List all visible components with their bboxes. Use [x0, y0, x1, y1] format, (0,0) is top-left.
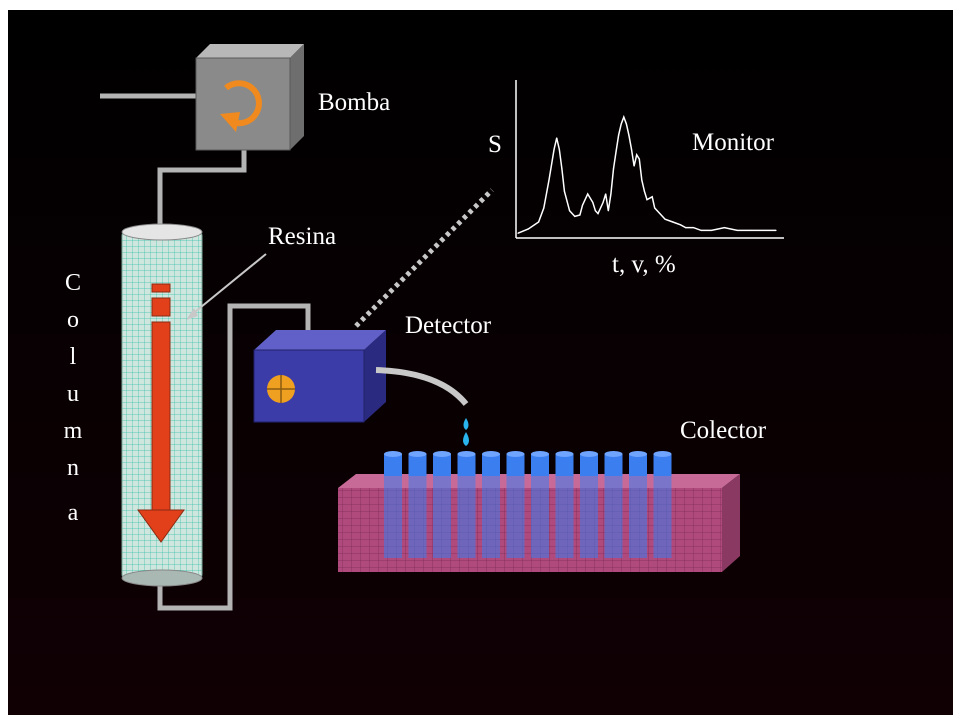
pump-label: Bomba [318, 89, 390, 116]
chart-point [641, 179, 643, 181]
chart-point [625, 123, 628, 125]
chart-point [597, 213, 599, 215]
chart-point [775, 229, 777, 231]
collection-tube [433, 451, 451, 558]
chart-series-line [517, 114, 776, 234]
refresh-icon [220, 80, 262, 132]
pump-to-column-tube [157, 150, 247, 240]
chart-point [605, 193, 607, 195]
column [121, 223, 203, 587]
chart-point [664, 218, 666, 220]
collection-tube [506, 451, 525, 558]
chart-point [643, 190, 646, 192]
chart-point [574, 215, 576, 217]
chart-point [587, 193, 589, 195]
x-axis-label: t, v, % [612, 251, 676, 278]
detector-outlet-tube [375, 367, 469, 406]
chart-point [723, 227, 726, 229]
chart-point [620, 123, 622, 125]
column-letter: C [65, 270, 81, 296]
chart-point [672, 221, 674, 223]
chart-point [736, 229, 738, 231]
chart-point [630, 148, 633, 150]
chart-point [628, 134, 630, 136]
flow-down-arrow [137, 283, 185, 543]
chart-point [679, 224, 682, 226]
collection-tube [457, 451, 476, 558]
monitor-label: Monitor [692, 129, 775, 156]
monitor-chart: S t, v, % [488, 80, 784, 278]
chart-point [543, 207, 545, 209]
chart-point [636, 154, 638, 156]
resin-label: Resina [268, 223, 336, 250]
chart-point [623, 116, 625, 118]
chart-point [659, 213, 661, 215]
chart-point [638, 158, 640, 160]
chart-point [569, 210, 571, 212]
collection-tube [384, 451, 402, 558]
chart-point [527, 228, 529, 230]
detector [253, 330, 386, 423]
pump [195, 44, 304, 151]
chart-point [654, 207, 656, 209]
collection-tube [604, 451, 623, 558]
collection-tube [653, 451, 672, 558]
chart-point [563, 190, 566, 192]
chart-point [517, 232, 519, 234]
chart-series-points [517, 116, 777, 234]
chart-point [615, 151, 617, 153]
chart-point [592, 201, 594, 203]
column-letter: m [64, 418, 83, 444]
signal-dotted-line [354, 188, 494, 328]
chart-point [581, 204, 584, 206]
chart-point [610, 193, 612, 195]
chart-point [633, 165, 635, 167]
column-letter: o [67, 307, 79, 333]
lamp-icon [267, 375, 295, 403]
column-to-detector-tube [157, 303, 311, 611]
chart-point [561, 168, 563, 170]
resin-pointer [189, 253, 267, 317]
chart-point [602, 201, 604, 203]
chart-point [607, 210, 609, 212]
chart-point [548, 179, 550, 181]
chart-point [558, 148, 560, 150]
chart-point [710, 229, 713, 231]
chart-point [579, 214, 581, 216]
chart-point [692, 227, 695, 229]
collection-tube [408, 451, 427, 558]
chart-point [556, 137, 558, 139]
chart-point [749, 229, 751, 231]
detector-label: Detector [405, 312, 492, 339]
column-letter: n [67, 455, 79, 481]
column-letter: u [67, 381, 79, 407]
chart-point [553, 148, 555, 150]
column-letter: a [68, 500, 79, 526]
column-letter: l [70, 344, 77, 370]
chart-point [651, 196, 653, 198]
collector-label: Colector [680, 417, 767, 444]
collector-tubes [384, 451, 672, 558]
drop-icon [463, 418, 469, 446]
collection-tube [629, 451, 647, 558]
chart-point [700, 229, 702, 231]
chart-point [594, 210, 597, 212]
chart-point [685, 227, 687, 229]
collection-tube [531, 451, 549, 558]
column-label: C o l u m n a [64, 270, 83, 526]
chart-point [646, 199, 648, 201]
collection-tube [580, 451, 598, 558]
tubing [100, 93, 311, 611]
chart-point [538, 221, 540, 223]
y-axis-label: S [488, 131, 502, 158]
collector [338, 451, 740, 572]
collection-tube [555, 451, 574, 558]
collection-tube [482, 451, 500, 558]
chart-point [618, 134, 620, 136]
chart-point [612, 168, 615, 170]
